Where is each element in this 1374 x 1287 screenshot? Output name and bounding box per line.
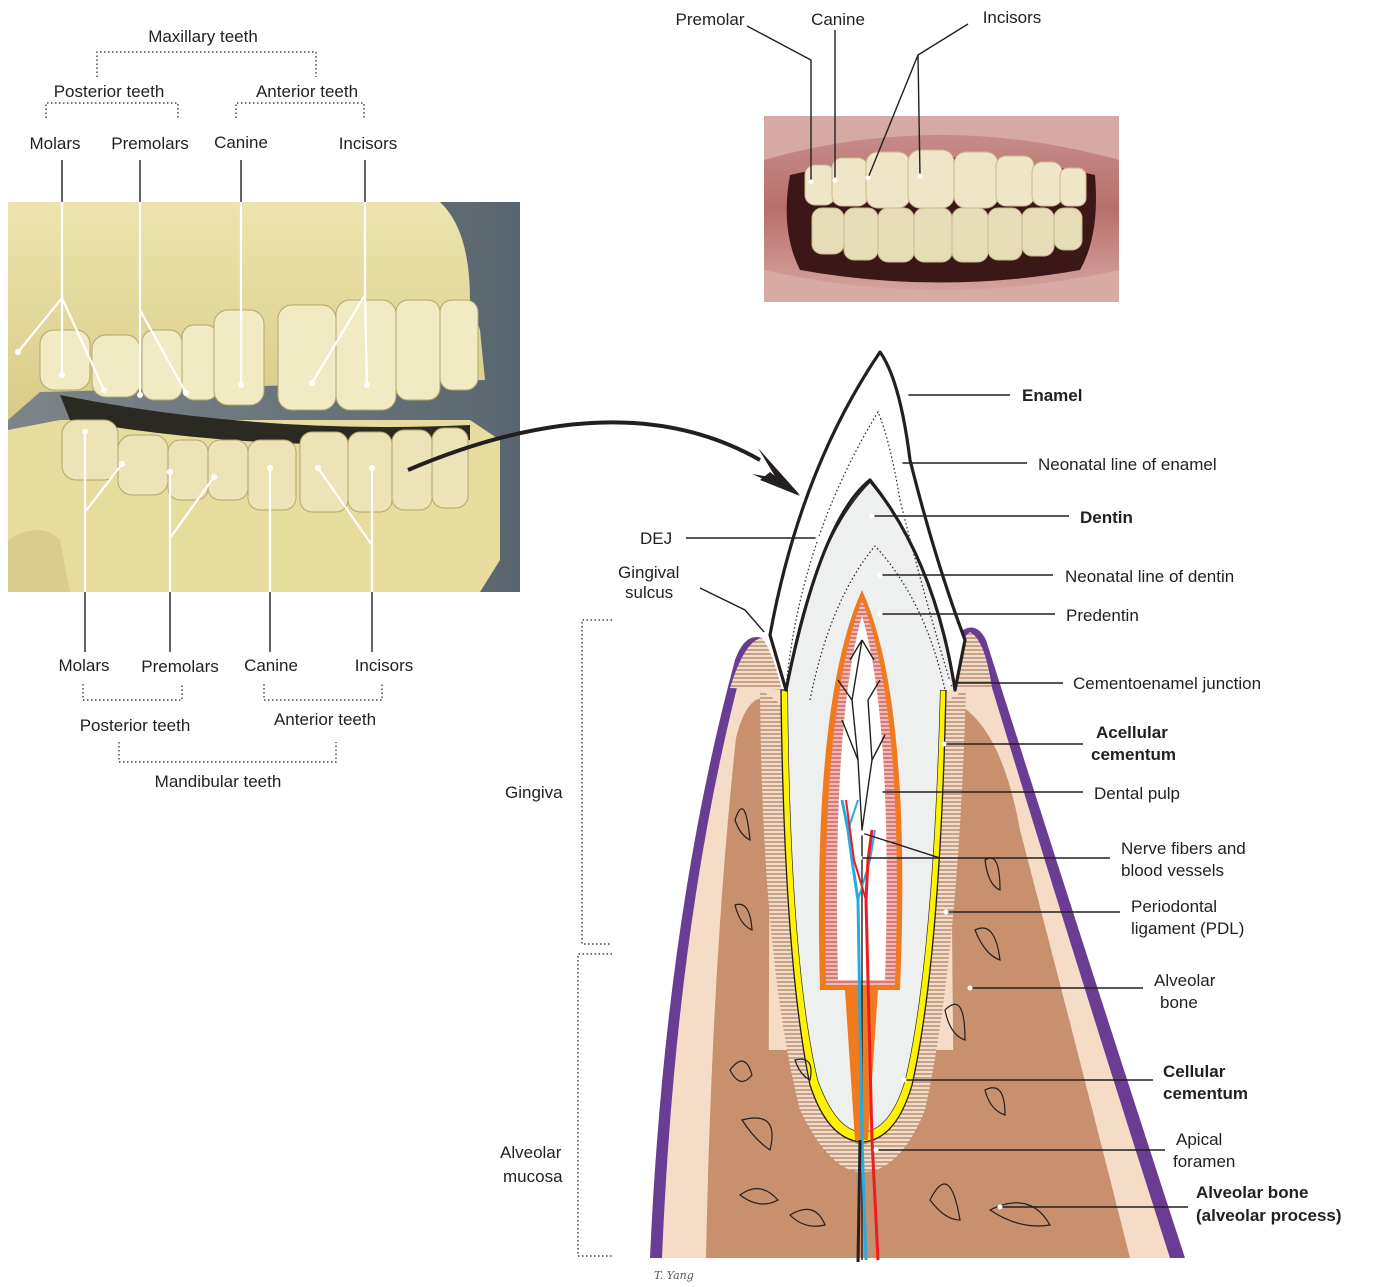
label-alveolar-bone-1: Alveolar <box>1154 971 1216 990</box>
label-posterior-teeth-bottom: Posterior teeth <box>80 716 191 735</box>
label-gingiva: Gingiva <box>505 783 563 802</box>
label-molars-top: Molars <box>29 134 80 153</box>
label-alveolar-mucosa-2: mucosa <box>503 1167 563 1186</box>
label-gingival-sulcus-2: sulcus <box>625 583 673 602</box>
label-acellular-1: Acellular <box>1096 723 1168 742</box>
label-pdl-1: Periodontal <box>1131 897 1217 916</box>
label-nerve-1: Nerve fibers and <box>1121 839 1246 858</box>
label-alveolar-bone-2: bone <box>1160 993 1198 1012</box>
label-canine-mouth: Canine <box>811 10 865 29</box>
label-premolar: Premolar <box>676 10 745 29</box>
mouth-text: Premolar Canine Incisors <box>676 8 1042 29</box>
label-canine-top: Canine <box>214 133 268 152</box>
label-pdl-2: ligament (PDL) <box>1131 919 1244 938</box>
label-apical-2: foramen <box>1173 1152 1235 1171</box>
label-maxillary-teeth: Maxillary teeth <box>148 27 258 46</box>
label-predentin: Predentin <box>1066 606 1139 625</box>
label-dej: DEJ <box>640 529 672 548</box>
label-posterior-teeth-top: Posterior teeth <box>54 82 165 101</box>
label-alveolar-process-2: (alveolar process) <box>1196 1206 1342 1225</box>
label-alveolar-mucosa-1: Alveolar <box>500 1143 562 1162</box>
label-mandibular-teeth: Mandibular teeth <box>155 772 282 791</box>
label-cementoenamel-junction: Cementoenamel junction <box>1073 674 1261 693</box>
label-acellular-2: cementum <box>1091 745 1176 764</box>
label-nerve-2: blood vessels <box>1121 861 1224 880</box>
label-dentin: Dentin <box>1080 508 1133 527</box>
label-apical-1: Apical <box>1176 1130 1222 1149</box>
label-alveolar-process-1: Alveolar bone <box>1196 1183 1308 1202</box>
label-enamel: Enamel <box>1022 386 1082 405</box>
mouth-photo <box>764 116 1119 302</box>
label-anterior-teeth-bottom: Anterior teeth <box>274 710 376 729</box>
label-premolars-bottom: Premolars <box>141 657 218 676</box>
label-dental-pulp: Dental pulp <box>1094 784 1180 803</box>
label-cellular-2: cementum <box>1163 1084 1248 1103</box>
label-incisors-mouth: Incisors <box>983 8 1042 27</box>
label-anterior-teeth-top: Anterior teeth <box>256 82 358 101</box>
tooth-side-brackets <box>578 620 612 1256</box>
label-gingival-sulcus-1: Gingival <box>618 563 679 582</box>
label-incisors-bottom: Incisors <box>355 656 414 675</box>
label-incisors-top: Incisors <box>339 134 398 153</box>
label-neonatal-line-dentin: Neonatal line of dentin <box>1065 567 1234 586</box>
label-canine-bottom: Canine <box>244 656 298 675</box>
tooth-cross-section <box>650 352 1185 1262</box>
label-premolars-top: Premolars <box>111 134 188 153</box>
artist-signature: T. Yang <box>654 1269 694 1282</box>
label-neonatal-line-enamel: Neonatal line of enamel <box>1038 455 1217 474</box>
label-cellular-1: Cellular <box>1163 1062 1226 1081</box>
label-molars-bottom: Molars <box>58 656 109 675</box>
